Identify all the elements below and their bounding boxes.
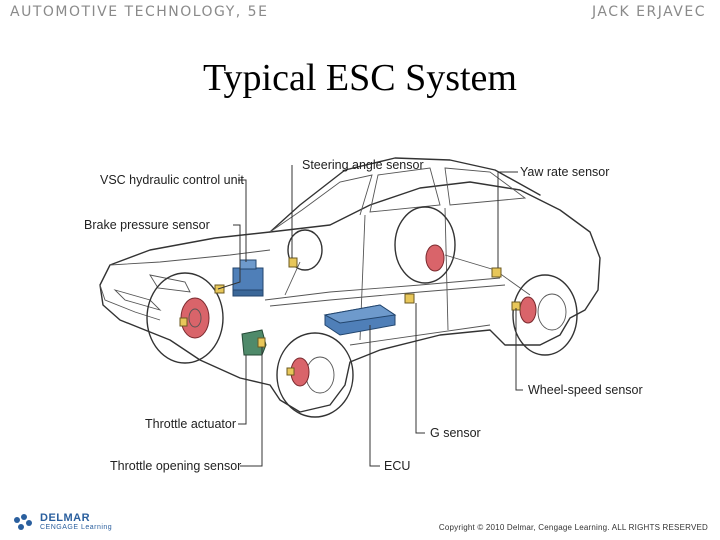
side-window-front [369, 167, 441, 213]
front-bumper [99, 284, 161, 321]
slide-title: Typical ESC System [202, 57, 517, 99]
copyright-notice: Copyright © 2010 Delmar, Cengage Learnin… [438, 523, 708, 532]
vsc-hydraulic-control-unit [232, 259, 264, 297]
rear-door-line [444, 207, 449, 331]
delmar-logo: DELMAR CENGAGE Learning [12, 512, 112, 534]
delmar-logo-icon [14, 514, 32, 530]
leader-ecu [369, 325, 380, 467]
throttle-opening-sensor-part [257, 337, 266, 348]
windshield [269, 174, 373, 233]
rocker-panel [349, 324, 491, 346]
label-steering-angle-sensor: Steering angle sensor [302, 158, 424, 172]
leader-wheel-speed [515, 308, 523, 391]
front-left-wheel [146, 272, 224, 364]
label-g-sensor: G sensor [430, 426, 481, 440]
car-outline [99, 181, 601, 413]
label-yaw-rate-sensor: Yaw rate sensor [520, 165, 609, 179]
car-roofline [269, 157, 541, 233]
label-throttle-opening-sensor: Throttle opening sensor [110, 459, 241, 473]
front-right-wheel-speed-sensor-part [286, 367, 295, 376]
throttle-actuator-unit [241, 329, 267, 356]
leader-yaw [497, 171, 518, 268]
author-name: JACK ERJAVEC [592, 4, 706, 20]
brand-subtitle: CENGAGE Learning [40, 524, 113, 531]
label-ecu: ECU [384, 459, 410, 473]
brand-name: DELMAR [40, 512, 91, 524]
leader-vsc [238, 179, 247, 262]
steering-wheel [287, 229, 323, 271]
label-brake-pressure-sensor: Brake pressure sensor [84, 218, 210, 232]
headlight [149, 274, 191, 293]
leader-throttle-opening [240, 347, 263, 467]
brake-line-right [269, 284, 506, 307]
ecu-module [323, 304, 397, 336]
brake-line-left [264, 277, 501, 301]
grille [113, 289, 162, 311]
yaw-rate-sensor-part [491, 267, 502, 278]
label-vsc-hydraulic-control-unit: VSC hydraulic control unit [100, 173, 244, 187]
rear-right-wheel [512, 274, 578, 356]
side-window-rear [444, 167, 527, 206]
hood-line [109, 249, 271, 266]
car-body-illustration [99, 157, 601, 413]
front-wheel-speed-sensor-part [179, 317, 188, 327]
front-right-wheel [276, 332, 354, 418]
steering-angle-sensor-part [288, 257, 298, 268]
leader-g-sensor [415, 303, 425, 434]
label-throttle-actuator: Throttle actuator [145, 417, 236, 431]
book-title: AUTOMOTIVE TECHNOLOGY, 5E [10, 4, 269, 20]
leader-throttle-actuator [238, 355, 247, 425]
rear-left-wheel [394, 206, 456, 284]
label-wheel-speed-sensor: Wheel-speed sensor [528, 383, 643, 397]
g-sensor-part [404, 293, 415, 304]
leader-brake-pressure [217, 224, 241, 290]
